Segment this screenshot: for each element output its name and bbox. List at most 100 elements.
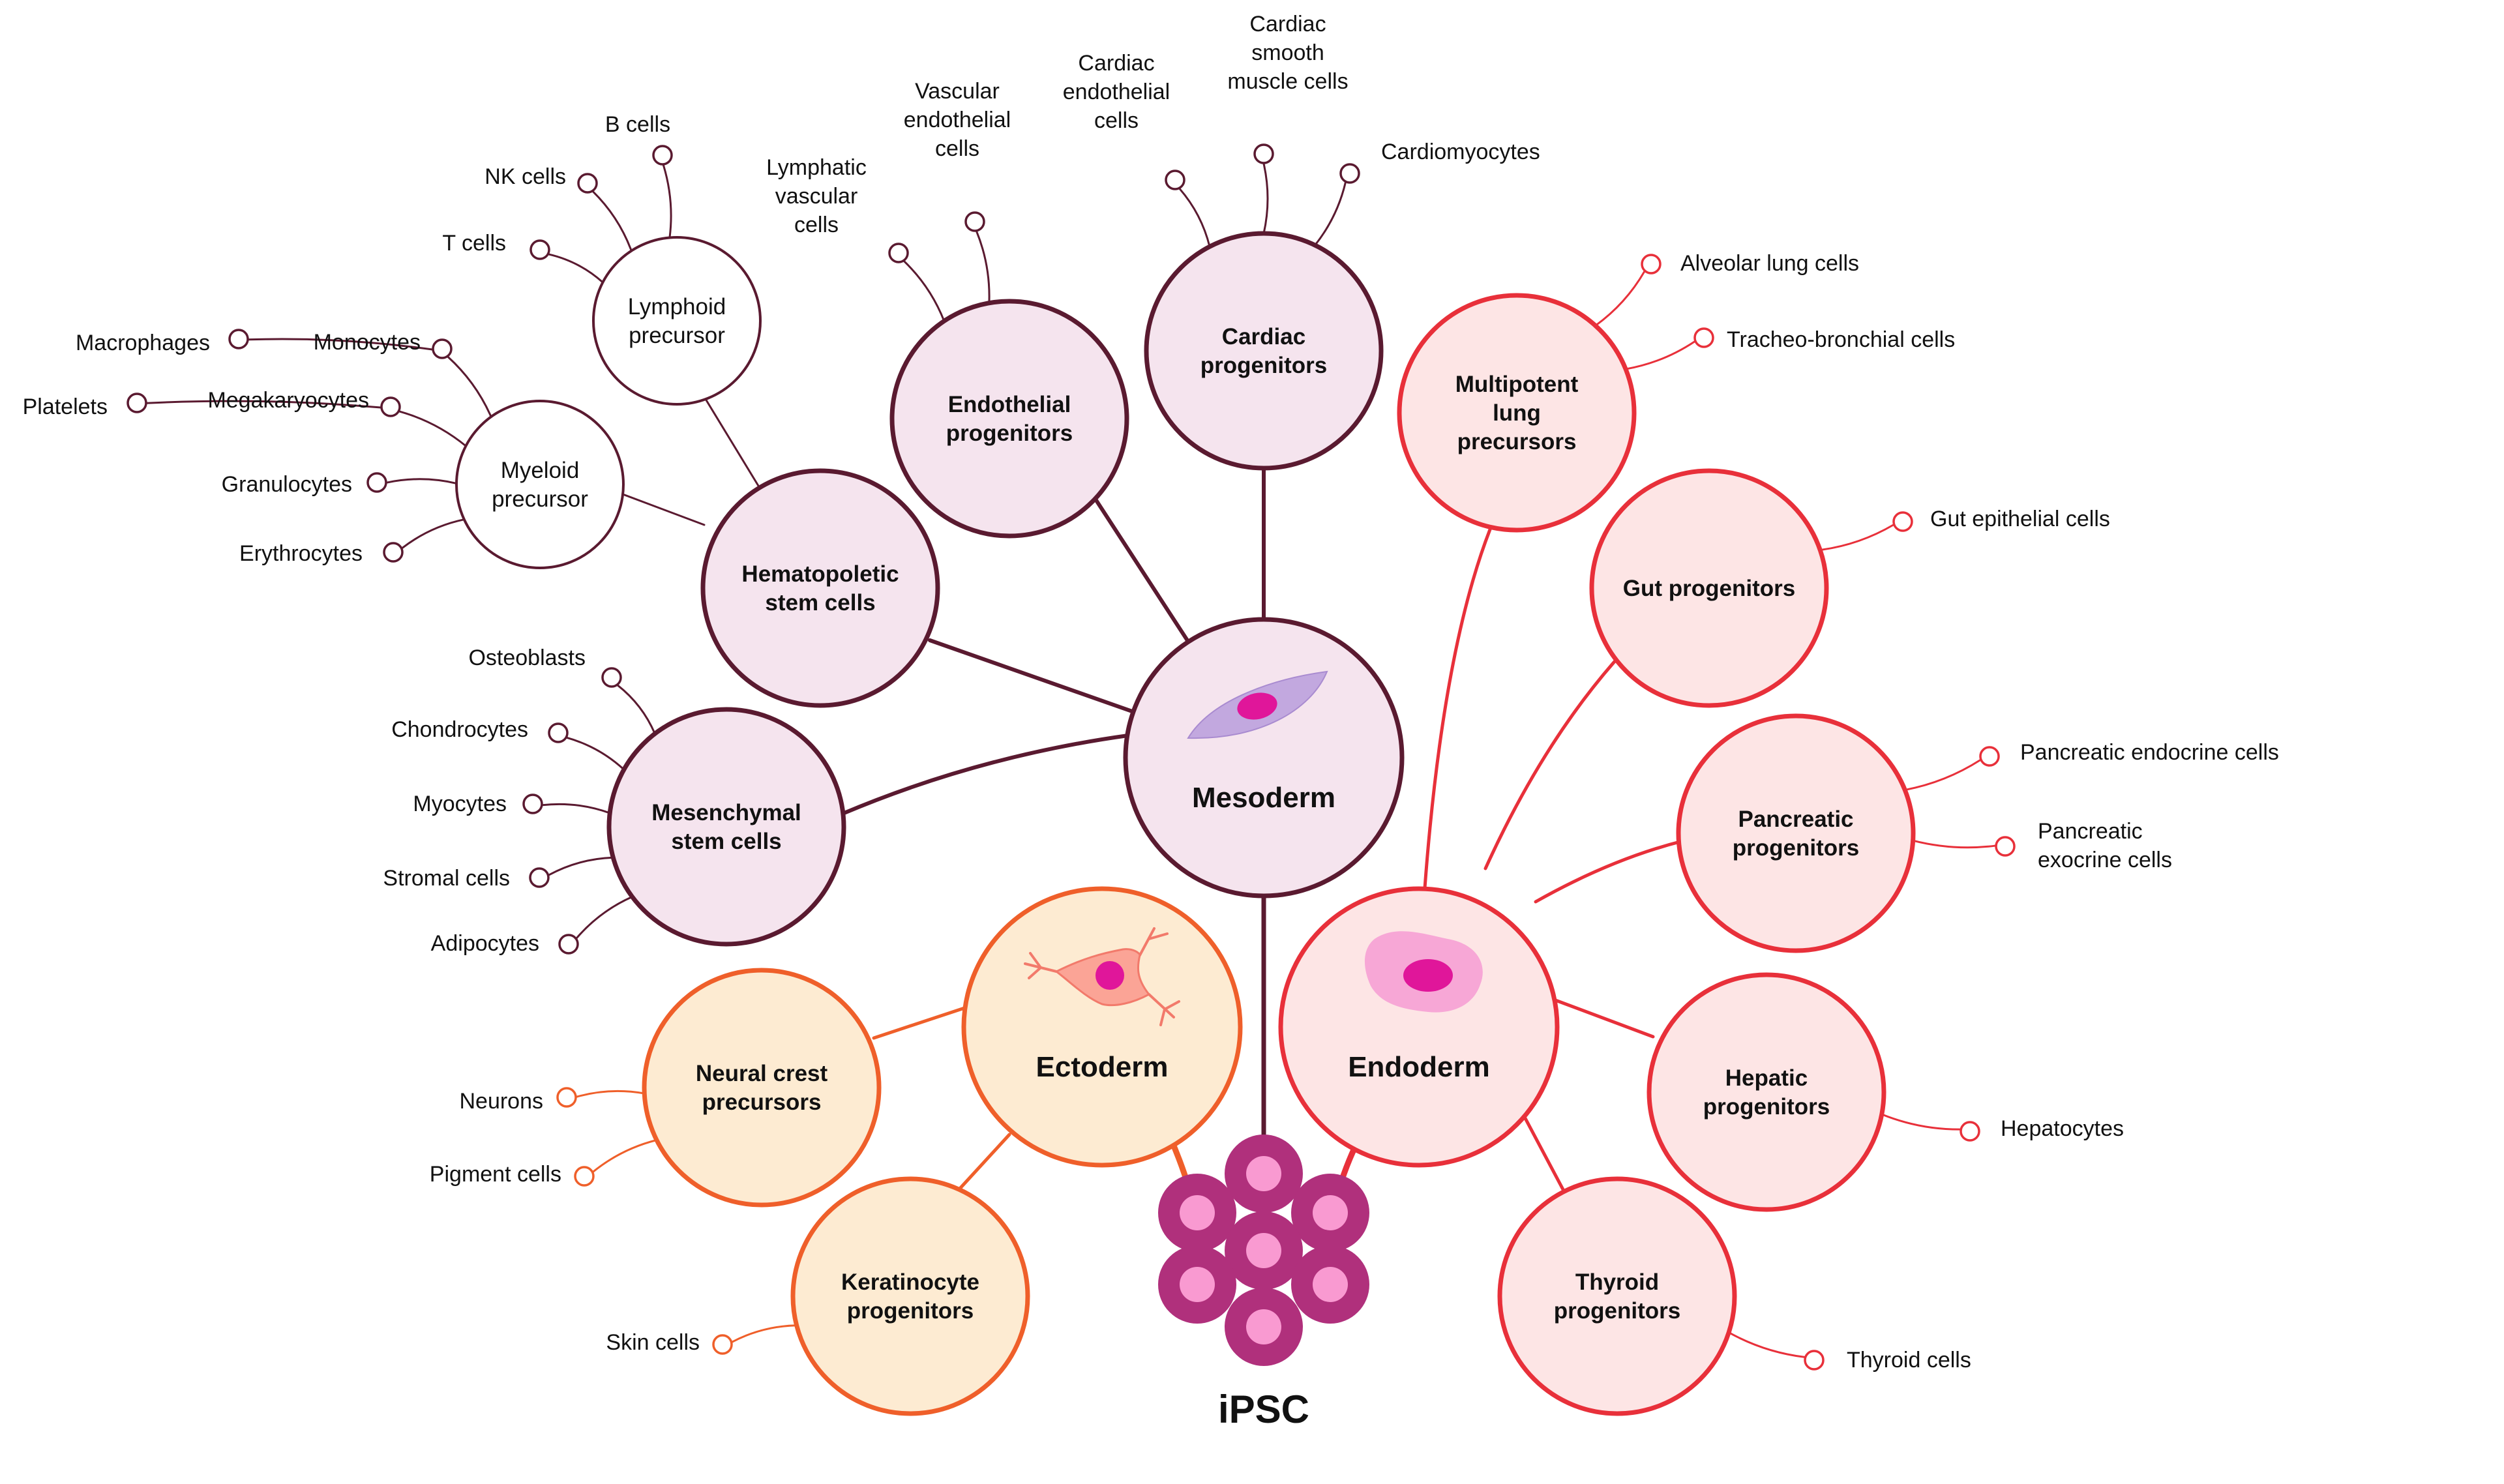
leaf-connector [903,260,946,321]
connector-line [1483,657,1619,870]
leaf-connector [592,1139,657,1173]
leaf-dot-thyroid-cells [1804,1350,1825,1371]
leaf-label-skin-cells: Skin cells [606,1330,700,1355]
leaf-dot-alveolar-lung-cells [1641,254,1662,275]
germ-layer-label-ectoderm: Ectoderm [1036,1051,1169,1083]
leaf-label-hepatocytes: Hepatocytes [2001,1116,2124,1141]
ipsc-nucleus [1246,1309,1281,1344]
leaf-connector [1820,524,1894,552]
leaf-connector [548,856,614,876]
connector-line [1423,527,1492,890]
leaf-dot-gut-epithelial-cells [1892,511,1913,532]
progenitor-label-gut: Gut progenitors [1623,576,1795,601]
progenitor-node-msc [606,707,846,947]
ipsc-nucleus [1313,1195,1348,1230]
leaf-dot-myocytes [522,794,543,814]
mesoderm-cell-icon [1187,670,1328,739]
leaf-dot-platelets [127,393,147,413]
ipsc-nucleus [1246,1156,1281,1191]
leaf-dot-hepatocytes [1960,1121,1980,1142]
ipsc-nucleus [1246,1233,1281,1268]
leaf-dot-vascular-endothelial-cells [964,211,985,232]
leaf-label-platelets: Platelets [23,394,108,419]
leaf-dot-chondrocytes [548,722,569,743]
progenitor-node-thyroid [1497,1176,1737,1416]
leaf-dot-t-cells [529,239,550,260]
precursor-node-lymphoid [592,236,762,406]
precursor-node-myeloid [455,400,625,569]
leaf-dot-lymphatic-vascular-cells [888,243,909,263]
leaf-label-pancreatic-endocrine-cells: Pancreatic endocrine cells [2020,740,2279,765]
germ-layer-label-mesoderm: Mesoderm [1192,782,1335,814]
leaf-label-neurons: Neurons [459,1089,543,1114]
connector-line [1534,839,1684,904]
leaf-dot-cardiac-endothelial-cells [1165,170,1185,190]
leaf-label-granulocytes: Granulocytes [222,472,352,497]
endoderm-cell-icon [1364,931,1483,1013]
progenitor-node-neuralcrest [642,968,882,1208]
leaf-label-alveolar-lung-cells: Alveolar lung cells [1680,251,1859,276]
leaf-dot-stromal-cells [529,867,550,888]
leaf-dot-pancreatic-endocrine-cells [1979,746,2000,767]
leaf-connector [1913,839,1996,849]
leaf-connector [617,684,656,734]
leaf-dot-pancreatic-exocrine-cells [1995,836,2016,857]
leaf-label-nk-cells: NK cells [484,164,566,189]
leaf-connector [731,1324,797,1343]
ipsc-nucleus [1180,1267,1215,1302]
leaf-connector [576,1090,645,1098]
progenitor-node-pancreatic [1676,713,1916,953]
leaf-dot-cardiomyocytes [1339,163,1360,184]
ipsc-nucleus [1313,1267,1348,1302]
leaf-connector [1625,340,1695,370]
leaf-label-macrophages: Macrophages [76,331,210,355]
progenitor-node-lung [1397,293,1637,533]
leaf-dot-b-cells [652,145,673,166]
leaf-label-myocytes: Myocytes [413,792,507,816]
leaf-connector [1178,188,1211,247]
leaf-connector [592,190,633,252]
leaf-dot-neurons [556,1087,577,1108]
leaf-label-t-cells: T cells [442,231,506,256]
ipsc-cell-cluster-icon [1158,1135,1369,1366]
leaf-connector [976,231,991,303]
progenitor-node-hsc [700,468,940,708]
leaf-label-adipocytes: Adipocytes [431,931,539,956]
leaf-label-pigment-cells: Pigment cells [430,1162,561,1187]
connector-line [621,493,706,526]
leaf-dot-macrophages [228,329,249,349]
leaf-dot-tracheo-bronchial-cells [1693,327,1714,348]
leaf-label-chondrocytes: Chondrocytes [391,717,528,742]
leaf-connector [566,736,625,771]
germ-layer-node-ectoderm [961,886,1243,1168]
progenitor-node-hepatic [1647,972,1886,1212]
leaf-dot-nk-cells [577,173,598,194]
leaf-connector [1728,1331,1805,1358]
leaf-dot-erythrocytes [383,542,404,563]
leaf-dot-adipocytes [558,934,579,955]
ipsc-label: iPSC [1218,1388,1309,1431]
leaf-connector [401,518,465,549]
germ-layer-node-mesoderm [1123,617,1405,898]
leaf-connector [447,356,492,417]
leaf-connector [575,896,633,940]
leaf-connector [662,164,672,238]
leaf-label-b-cells: B cells [605,112,670,137]
leaf-dot-skin-cells [712,1334,733,1355]
leaf-dot-monocytes [432,338,453,359]
connector-line [1550,997,1655,1039]
diagram-icons [1024,670,1483,1366]
